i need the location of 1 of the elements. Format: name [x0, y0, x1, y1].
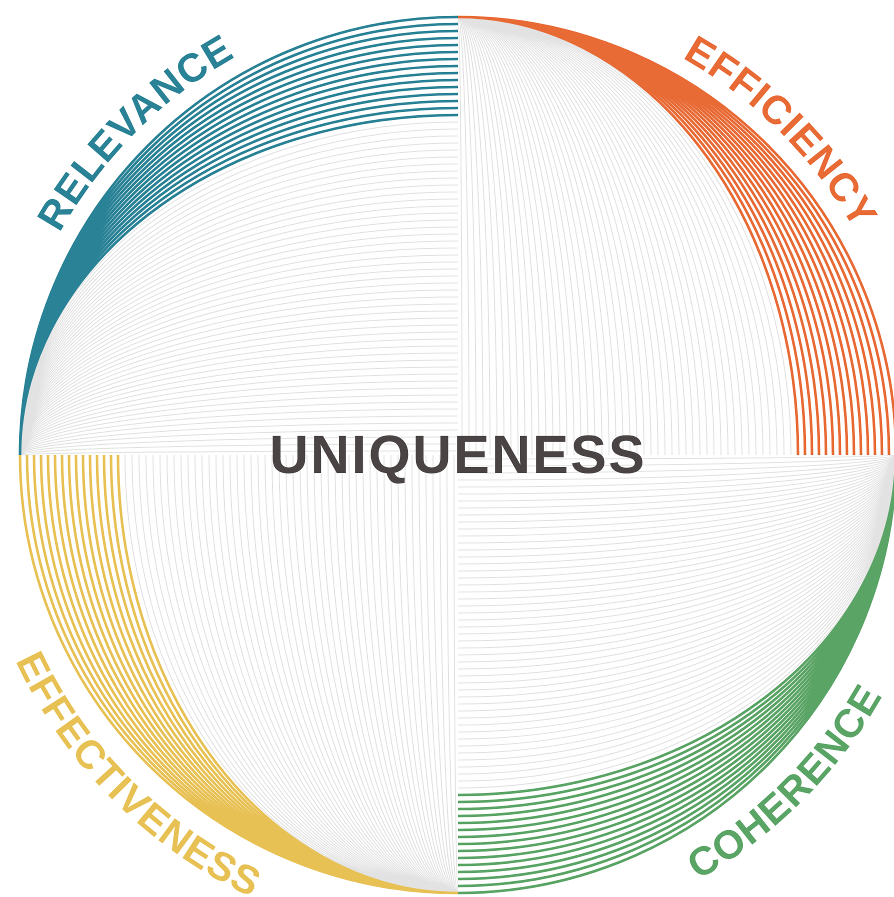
center-title: UNIQUENESS: [269, 424, 647, 486]
